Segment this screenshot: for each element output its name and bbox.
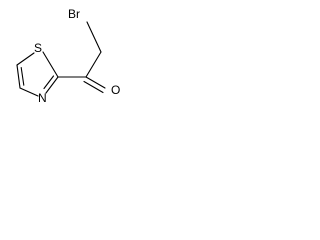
atom-label-nitrogen: N (38, 91, 47, 105)
bond-c5-c4-double-inner (20, 67, 25, 86)
bond-c5-c4 (16, 64, 21, 89)
bond-carbonyl-oxygen (85, 76, 106, 89)
structure-diagram: Br S N O (16, 7, 120, 105)
bond-s-c5 (16, 52, 35, 66)
atom-label-bromine: Br (68, 7, 80, 21)
bond-carbonyl-ch2 (85, 51, 102, 78)
bond-c2-s (42, 51, 59, 78)
bond-c4-n (19, 87, 39, 97)
bond-ch2-bromine (86, 21, 102, 53)
atom-label-oxygen: O (111, 83, 120, 97)
bond-n-c2-double-inner (43, 75, 55, 90)
bond-n-c2 (45, 76, 59, 94)
structure-canvas: Br S N O (0, 0, 133, 121)
atom-label-sulfur: S (34, 41, 42, 55)
bond-carbonyl-oxygen-double (83, 80, 104, 94)
